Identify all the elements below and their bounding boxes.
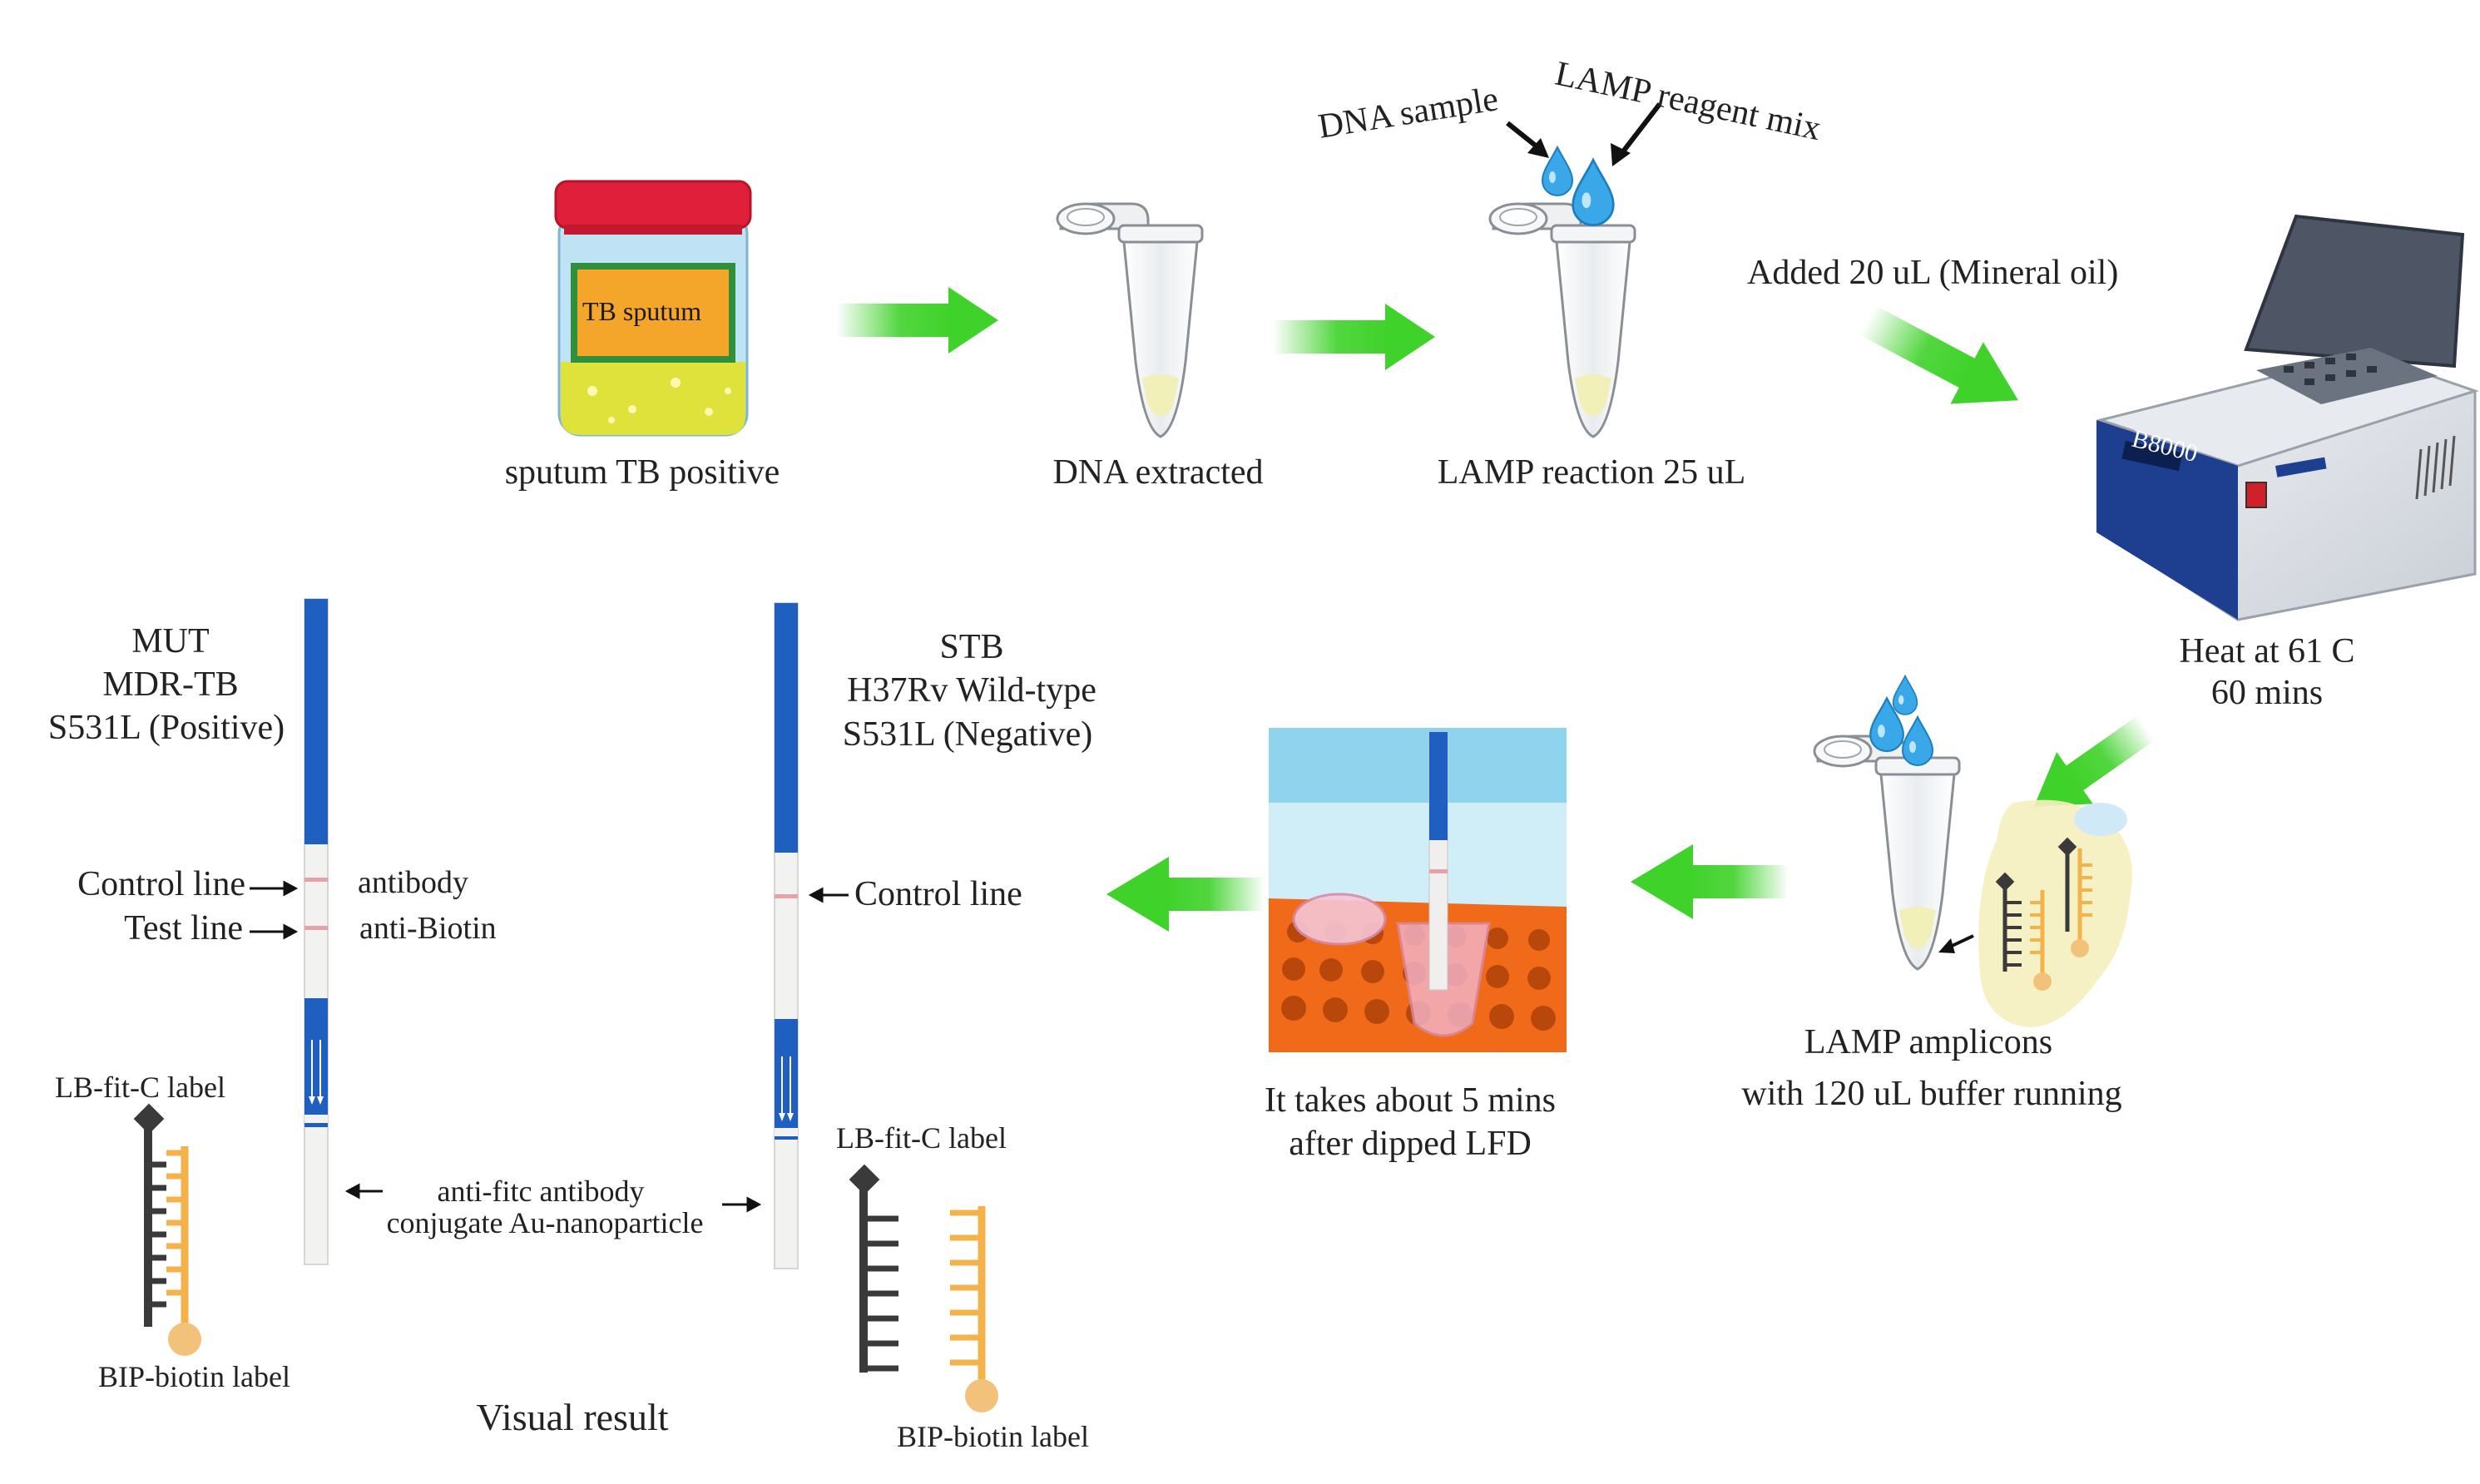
probe-icon-mini-1 — [1995, 872, 2022, 972]
control-line-label-right: Control line — [854, 875, 1022, 913]
probe-icon-mini-2 — [2030, 890, 2052, 991]
conjugate-label-line2: conjugate Au-nanoparticle — [386, 1206, 704, 1239]
sputum-jar-icon — [554, 180, 752, 437]
stb-label-line3: S531L (Negative) — [842, 715, 1093, 754]
amplicons-label-line1: LAMP amplicons — [1804, 1023, 2053, 1061]
probe-icon-mini-3 — [2057, 837, 2092, 957]
sputum-caption: sputum TB positive — [504, 453, 780, 492]
heat-label-line2: 60 mins — [2210, 674, 2324, 712]
control-line-mark-mut — [304, 878, 328, 882]
sputum-jar-label: TB sputum — [582, 296, 702, 326]
water-drop-icon-buffer-3 — [1902, 716, 1933, 766]
mut-label-line1: MUT — [131, 622, 210, 660]
lfd-strip-icon-mut — [304, 598, 329, 1265]
lb-fitc-label-right: LB-fit-C label — [836, 1121, 1007, 1155]
control-line-mark-stb — [775, 894, 798, 898]
anti-biotin-label: anti-Biotin — [359, 911, 497, 946]
pointer-arrow-conjugate-left — [344, 1183, 383, 1200]
process-arrow-1 — [836, 287, 998, 354]
pointer-arrow-control-line — [250, 880, 299, 897]
process-arrow-6 — [1106, 857, 1265, 932]
heat-label-line1: Heat at 61 C — [2179, 632, 2355, 670]
tube-icon-lamp — [1488, 202, 1636, 438]
stb-label-line1: STB — [939, 628, 1004, 666]
bip-biotin-label-right: BIP-biotin label — [897, 1420, 1089, 1453]
visual-result-label: Visual result — [476, 1396, 669, 1438]
test-line-label: Test line — [124, 909, 243, 947]
tube-icon-dna — [1056, 202, 1204, 438]
process-arrow-5 — [1631, 844, 1789, 919]
lamp-reaction-caption: LAMP reaction 25 uL — [1437, 453, 1746, 492]
test-line-mark-mut — [304, 926, 328, 930]
lb-fitc-label-left: LB-fit-C label — [55, 1071, 225, 1104]
antibody-label: antibody — [358, 865, 468, 900]
heat-block-icon — [2096, 214, 2479, 621]
lfd-strip-icon-stb — [774, 602, 799, 1269]
control-line-label: Control line — [77, 865, 245, 903]
probe-icon-bound — [133, 1103, 201, 1356]
amplicons-label-line2: with 120 uL buffer running — [1741, 1075, 2122, 1113]
process-arrow-3 — [1859, 305, 2019, 404]
pointer-arrow-conjugate-right — [722, 1196, 762, 1213]
photo-dipped-lfd — [1269, 728, 1567, 1052]
tube-icon-amplicons — [1813, 735, 1961, 971]
small-arrow-to-tube — [1938, 934, 1974, 953]
dna-extracted-caption: DNA extracted — [1052, 453, 1264, 492]
pointer-arrow-test-line — [250, 923, 299, 940]
probe-icon-unbound — [849, 1164, 998, 1412]
mut-label-line2: MDR-TB — [102, 665, 239, 704]
conjugate-label-line1: anti-fitc antibody — [437, 1175, 645, 1208]
water-drop-icon-buffer-1 — [1892, 675, 1918, 715]
bip-biotin-label-left: BIP-biotin label — [98, 1360, 290, 1393]
pointer-arrow-control-line-right — [808, 887, 849, 903]
dip-label-line2: after dipped LFD — [1289, 1125, 1532, 1163]
mineral-oil-label: Added 20 uL (Mineral oil) — [1747, 254, 2119, 292]
process-arrow-2 — [1273, 304, 1435, 370]
stb-label-line2: H37Rv Wild-type — [847, 671, 1096, 710]
amplicon-blob — [1978, 799, 2132, 1027]
dip-label-line1: It takes about 5 mins — [1265, 1081, 1556, 1120]
water-drop-icon-reagent — [1572, 158, 1615, 226]
pointer-arrow-lamp-mix — [1611, 102, 1662, 166]
mut-label-line3: S531L (Positive) — [47, 709, 285, 747]
pointer-arrow-dna-sample — [1506, 121, 1549, 158]
process-arrow-4 — [2033, 715, 2156, 807]
